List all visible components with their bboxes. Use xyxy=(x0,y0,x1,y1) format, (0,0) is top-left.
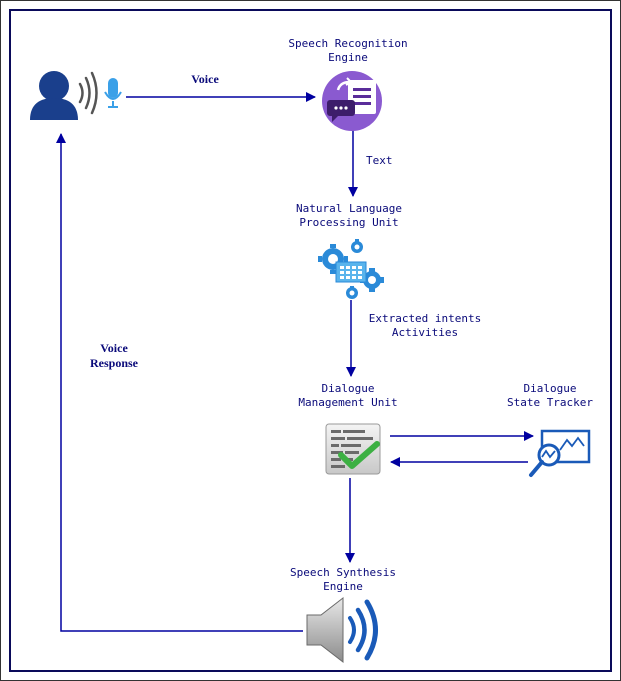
checklist-icon xyxy=(325,423,381,475)
edge-text-label: Text xyxy=(366,154,393,167)
speech-recognition-icon xyxy=(322,71,382,131)
user-with-voice-and-microphone-icon xyxy=(30,71,122,120)
edge-voice-label: Voice xyxy=(191,72,219,86)
voice-response-label-1: Voice xyxy=(100,341,128,355)
dialogue-management-label-1: Dialogue xyxy=(322,382,375,395)
state-tracker-label-2: State Tracker xyxy=(507,396,593,409)
speaker-icon xyxy=(306,596,378,664)
outer-frame xyxy=(9,9,612,672)
edge-intents-label-1: Extracted intents xyxy=(369,312,482,325)
gears-icon xyxy=(318,239,384,299)
sound-waves-icon xyxy=(78,71,98,115)
voice-response-label-2: Response xyxy=(90,356,139,370)
nlp-label-1: Natural Language xyxy=(296,202,402,215)
user-icon xyxy=(30,71,78,120)
state-tracker-label-1: Dialogue xyxy=(524,382,577,395)
speech-recognition-label-2: Engine xyxy=(328,51,368,64)
dialogue-management-label-2: Management Unit xyxy=(298,396,397,409)
speech-synthesis-label-2: Engine xyxy=(323,580,363,593)
edge-voice-response-arrow xyxy=(56,133,303,632)
speech-recognition-label-1: Speech Recognition xyxy=(288,37,407,50)
nlp-label-2: Processing Unit xyxy=(299,216,398,229)
edge-intents-label-2: Activities xyxy=(392,326,458,339)
speech-synthesis-label-1: Speech Synthesis xyxy=(290,566,396,579)
microphone-icon xyxy=(104,78,122,108)
analytics-icon xyxy=(529,429,591,477)
